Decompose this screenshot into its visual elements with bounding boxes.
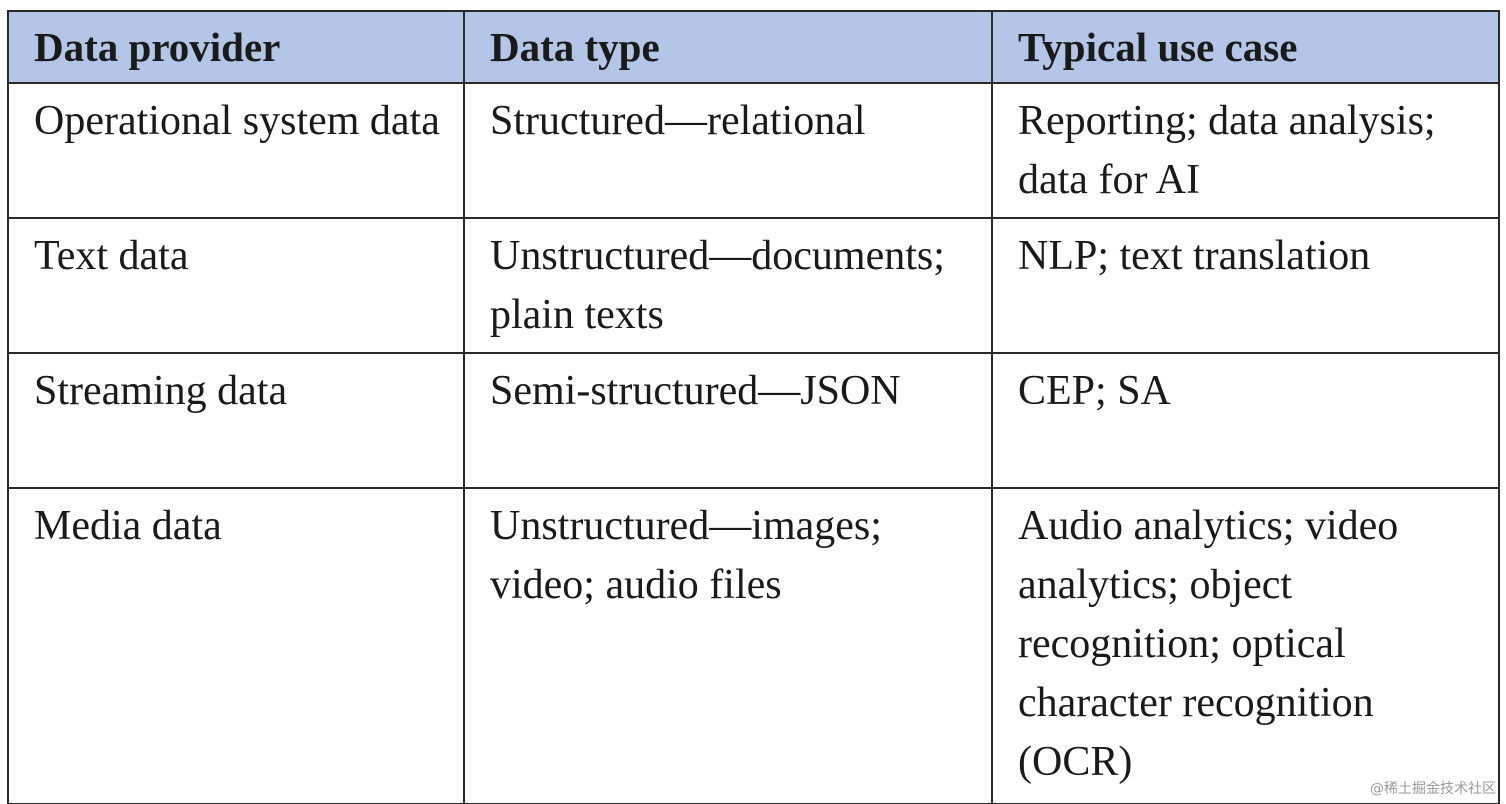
- cell-data-provider: Streaming data: [7, 352, 465, 489]
- watermark: @稀土掘金技术社区: [1370, 781, 1496, 797]
- data-provider-table: Data provider Data type Typical use case…: [7, 10, 1500, 804]
- cell-data-provider: Operational system data: [7, 82, 465, 219]
- cell-typical-use-case: Reporting; data analysis; data for AI: [991, 82, 1500, 219]
- table-row: Text data Unstructured—documents; plain …: [7, 217, 1500, 354]
- cell-data-provider: Text data: [7, 217, 465, 354]
- cell-data-type: Structured—relational: [463, 82, 993, 219]
- cell-data-type: Semi-structured—JSON: [463, 352, 993, 489]
- table-row: Media data Unstructured—images; video; a…: [7, 487, 1500, 804]
- header-typical-use-case: Typical use case: [991, 10, 1500, 84]
- header-data-provider: Data provider: [7, 10, 465, 84]
- cell-data-type: Unstructured—images; video; audio files: [463, 487, 993, 804]
- table-row: Operational system data Structured—relat…: [7, 82, 1500, 219]
- table-row: Streaming data Semi-structured—JSON CEP;…: [7, 352, 1500, 489]
- cell-typical-use-case: CEP; SA: [991, 352, 1500, 489]
- cell-typical-use-case: NLP; text translation: [991, 217, 1500, 354]
- cell-typical-use-case: Audio analytics; video analytics; object…: [991, 487, 1500, 804]
- cell-data-type: Unstructured—documents; plain texts: [463, 217, 993, 354]
- table-header-row: Data provider Data type Typical use case: [7, 10, 1500, 84]
- header-data-type: Data type: [463, 10, 993, 84]
- cell-data-provider: Media data: [7, 487, 465, 804]
